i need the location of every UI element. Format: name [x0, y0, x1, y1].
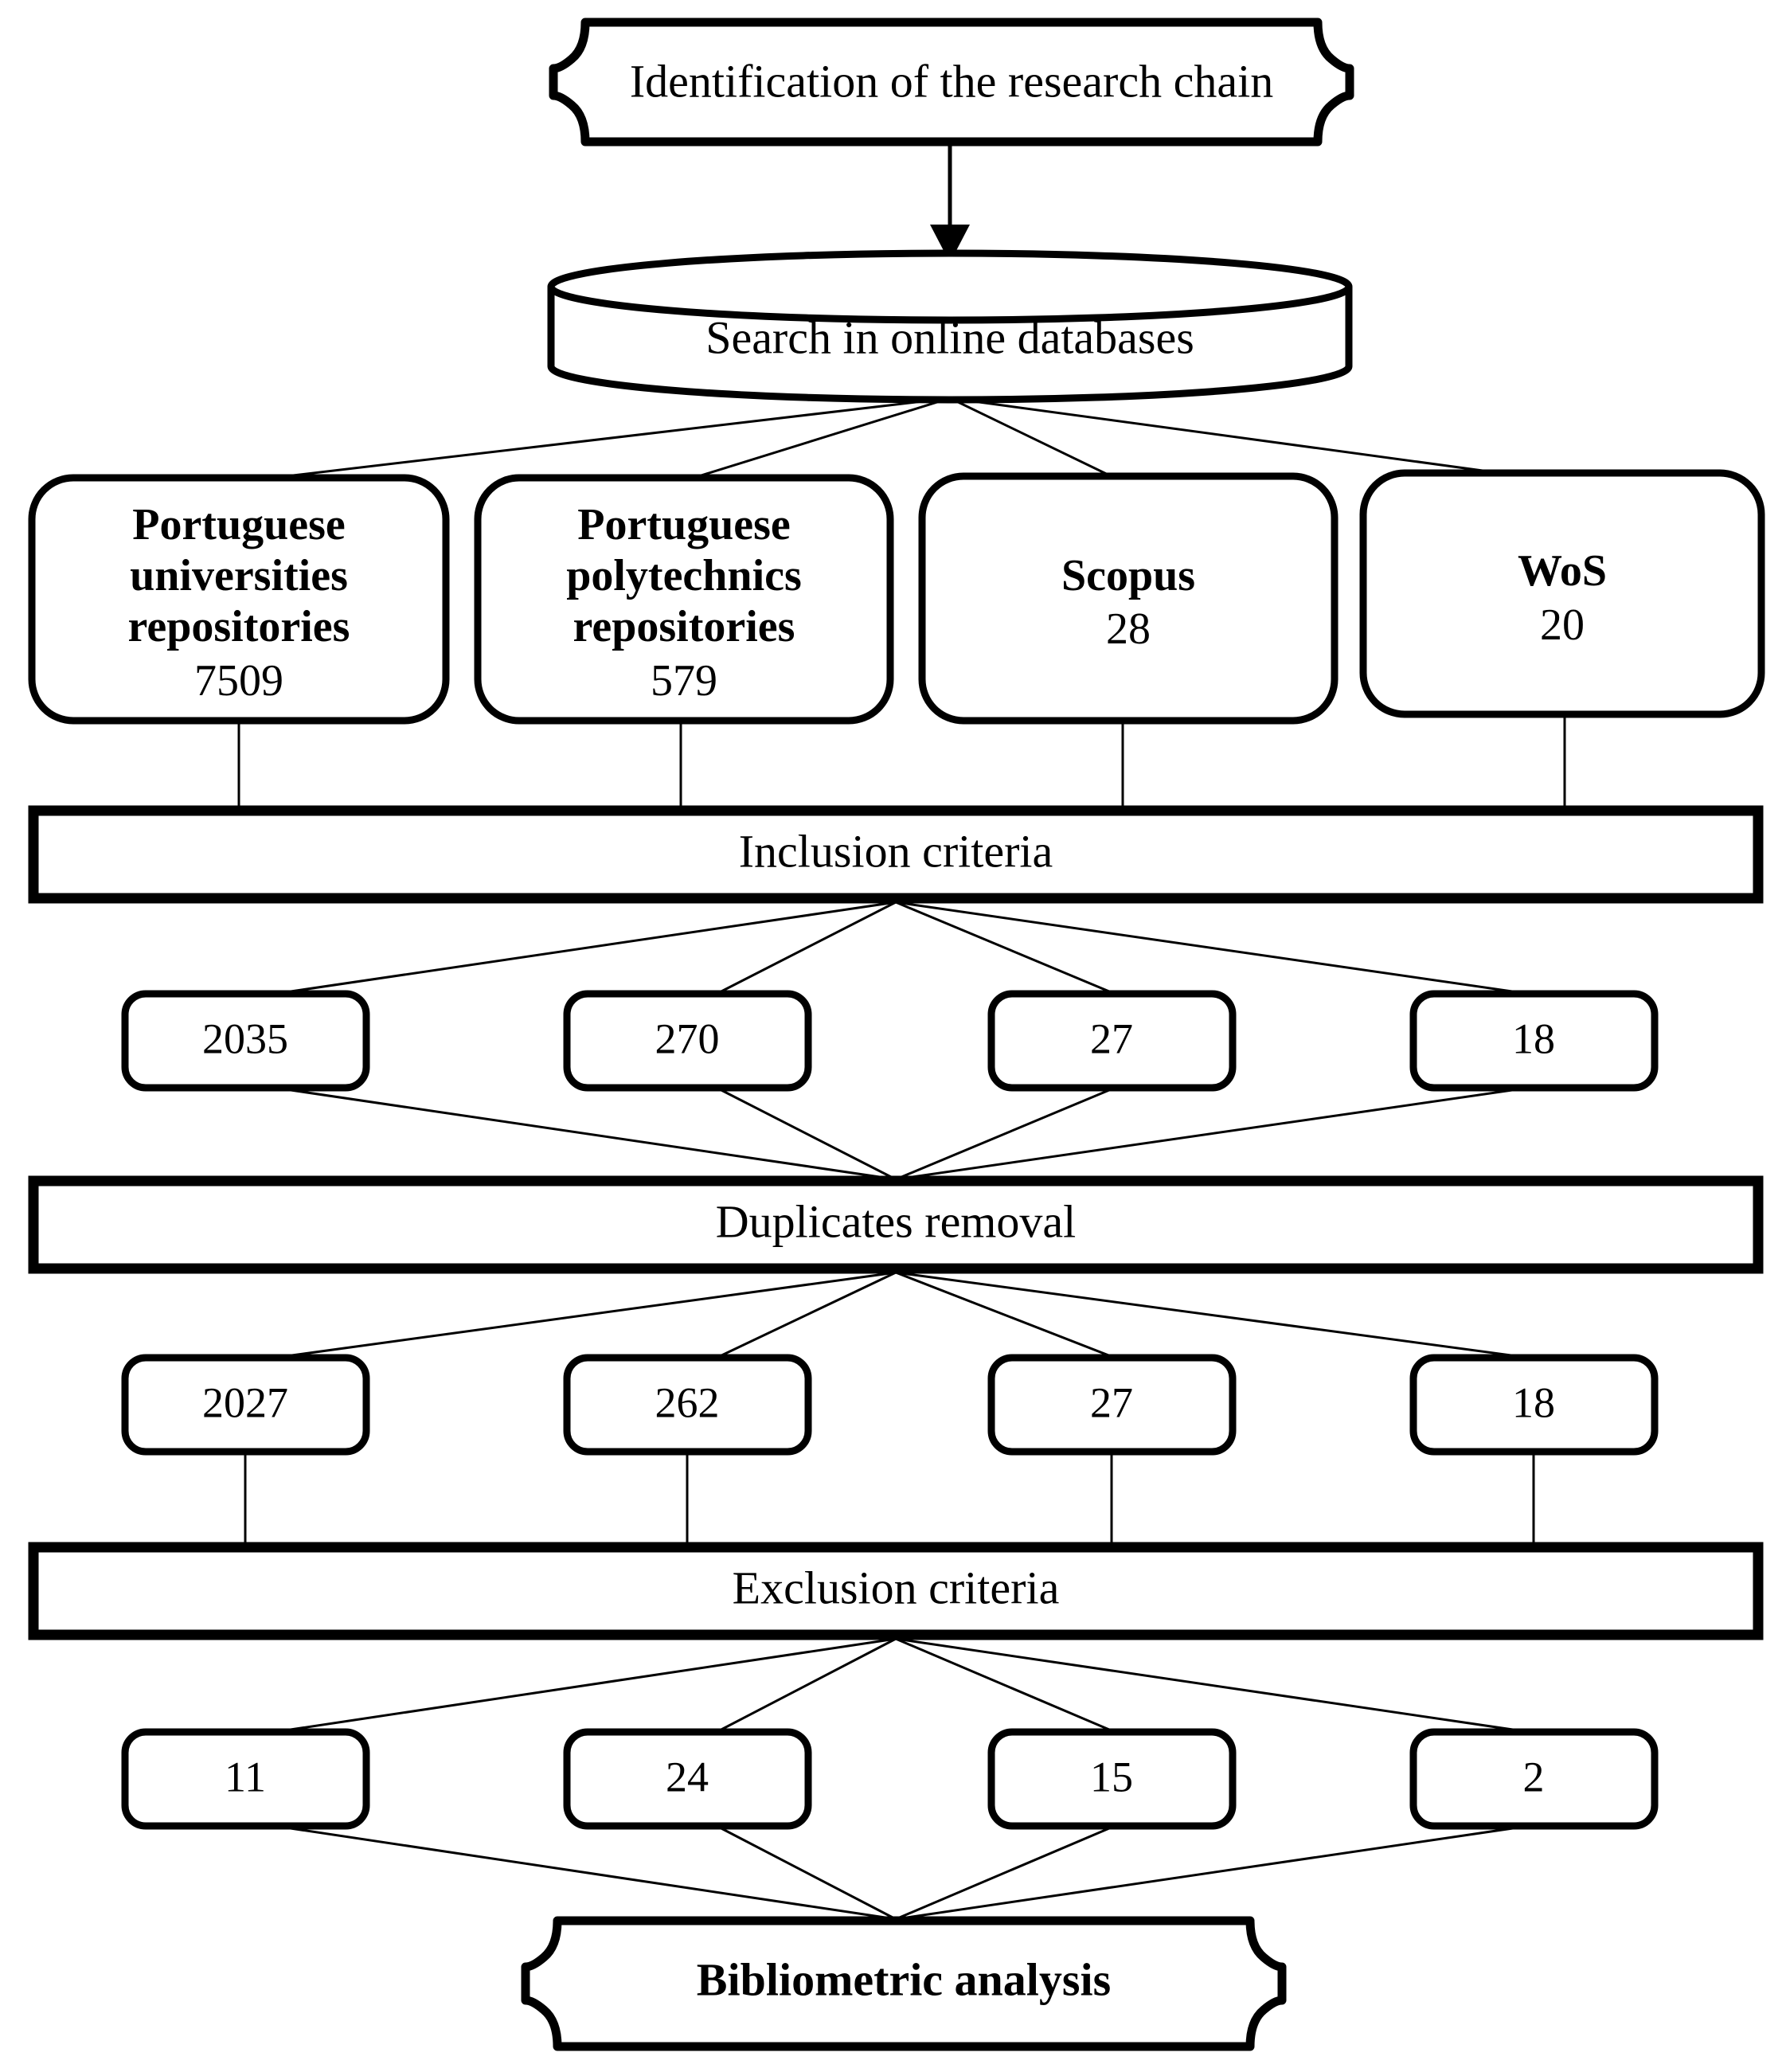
source-universities-count: 7509 [194, 656, 283, 706]
duplicates-count-2-label: 262 [655, 1378, 720, 1426]
node-inclusion-count-1[interactable]: 2035 [121, 990, 370, 1092]
source-wos-border [1359, 469, 1765, 718]
inclusion-count-3-label: 27 [1090, 1014, 1133, 1062]
exclusion-count-4-label: 2 [1523, 1753, 1545, 1800]
connectors-duplicates-to-counts [274, 1271, 1530, 1359]
node-inclusion-count-4[interactable]: 18 [1409, 990, 1659, 1092]
exclusion-bar-border [28, 1542, 1764, 1640]
connectors-duplicates-counts-to-exclusion [244, 1452, 1535, 1545]
node-search-databases[interactable]: Search in online databases [547, 249, 1353, 404]
exclusion-count-4-border [1409, 1728, 1659, 1830]
node-inclusion-count-3[interactable]: 27 [987, 990, 1237, 1092]
node-exclusion-count-2[interactable]: 24 [563, 1728, 812, 1830]
inclusion-count-4-label: 18 [1512, 1014, 1555, 1062]
inclusion-bar-label: Inclusion criteria [739, 825, 1053, 877]
start-node-label: Identification of the research chain [630, 55, 1273, 107]
node-source-universities[interactable]: Portuguese universities repositories 750… [28, 474, 450, 725]
exclusion-count-group: 11 24 15 2 [121, 1728, 1659, 1830]
node-duplicates-count-3[interactable]: 27 [987, 1354, 1237, 1456]
inclusion-count-4-border [1409, 990, 1659, 1092]
source-scopus-line1: Scopus [1061, 551, 1195, 600]
duplicates-bar-border [28, 1175, 1764, 1274]
connector-start-to-database [930, 143, 970, 263]
start-node-border [549, 18, 1354, 147]
inclusion-bar-border [28, 805, 1764, 904]
inclusion-count-group: 2035 270 27 18 [121, 990, 1659, 1092]
source-polytechnics-line3: repositories [573, 602, 795, 651]
source-wos-line1: WoS [1518, 546, 1607, 596]
node-inclusion-count-2[interactable]: 270 [563, 990, 812, 1092]
connectors-sources-to-inclusion [237, 714, 1566, 808]
cylinder-top-fill [551, 253, 1349, 320]
inclusion-count-2-border [563, 990, 812, 1092]
arrow-head-icon [930, 225, 970, 263]
exclusion-count-3-label: 15 [1090, 1753, 1133, 1800]
connectors-database-to-sources [238, 397, 1565, 483]
node-identification[interactable]: Identification of the research chain [549, 18, 1354, 147]
node-exclusion-criteria[interactable]: Exclusion criteria [28, 1542, 1764, 1640]
source-polytechnics-line1: Portuguese [577, 500, 791, 549]
cylinder-side-border [547, 287, 1353, 404]
node-bibliometric-analysis[interactable]: Bibliometric analysis [521, 1916, 1287, 2051]
end-node-outline [526, 1921, 1282, 2047]
inclusion-count-1-border [121, 990, 370, 1092]
exclusion-count-2-label: 24 [666, 1753, 709, 1800]
node-duplicates-count-2[interactable]: 262 [563, 1354, 812, 1456]
connectors-inclusion-to-counts [274, 901, 1530, 995]
node-exclusion-count-4[interactable]: 2 [1409, 1728, 1659, 1830]
duplicates-count-4-label: 18 [1512, 1378, 1555, 1426]
node-duplicates-removal[interactable]: Duplicates removal [28, 1175, 1764, 1274]
exclusion-count-2-border [563, 1728, 812, 1830]
node-duplicates-count-1[interactable]: 2027 [121, 1354, 370, 1456]
end-node-label: Bibliometric analysis [697, 1953, 1111, 2005]
start-node-outline [553, 22, 1350, 142]
node-source-scopus[interactable]: Scopus 28 [918, 472, 1339, 725]
source-scopus-border [918, 472, 1339, 725]
source-scopus-count: 28 [1106, 604, 1151, 654]
inclusion-count-2-label: 270 [655, 1014, 720, 1062]
duplicates-count-1-label: 2027 [202, 1378, 288, 1426]
source-wos-count: 20 [1540, 600, 1585, 650]
source-universities-line2: universities [130, 551, 348, 600]
node-duplicates-count-4[interactable]: 18 [1409, 1354, 1659, 1456]
connectors-counts-to-duplicates [274, 1086, 1530, 1181]
inclusion-count-1-label: 2035 [202, 1014, 288, 1062]
end-node-border [521, 1916, 1287, 2051]
source-polytechnics-border [474, 474, 894, 725]
duplicates-count-group: 2027 262 27 18 [121, 1354, 1659, 1456]
connectors-counts-to-bibliometric [274, 1824, 1530, 1921]
cylinder-top-border [547, 249, 1353, 324]
exclusion-count-1-label: 11 [225, 1753, 266, 1800]
source-box-group: Portuguese universities repositories 750… [28, 469, 1765, 725]
database-node-label: Search in online databases [705, 311, 1194, 363]
exclusion-count-1-border [121, 1728, 370, 1830]
node-source-wos[interactable]: WoS 20 [1359, 469, 1765, 718]
node-exclusion-count-1[interactable]: 11 [121, 1728, 370, 1830]
duplicates-count-3-label: 27 [1090, 1378, 1133, 1426]
node-exclusion-count-3[interactable]: 15 [987, 1728, 1237, 1830]
exclusion-bar-label: Exclusion criteria [733, 1562, 1060, 1613]
node-inclusion-criteria[interactable]: Inclusion criteria [28, 805, 1764, 904]
source-universities-line1: Portuguese [132, 500, 346, 549]
source-universities-line3: repositories [128, 602, 350, 651]
duplicates-bar-label: Duplicates removal [716, 1195, 1077, 1247]
connectors-exclusion-to-counts [274, 1637, 1530, 1734]
source-polytechnics-count: 579 [651, 656, 717, 706]
node-source-polytechnics[interactable]: Portuguese polytechnics repositories 579 [474, 474, 894, 725]
source-polytechnics-line2: polytechnics [566, 551, 802, 600]
